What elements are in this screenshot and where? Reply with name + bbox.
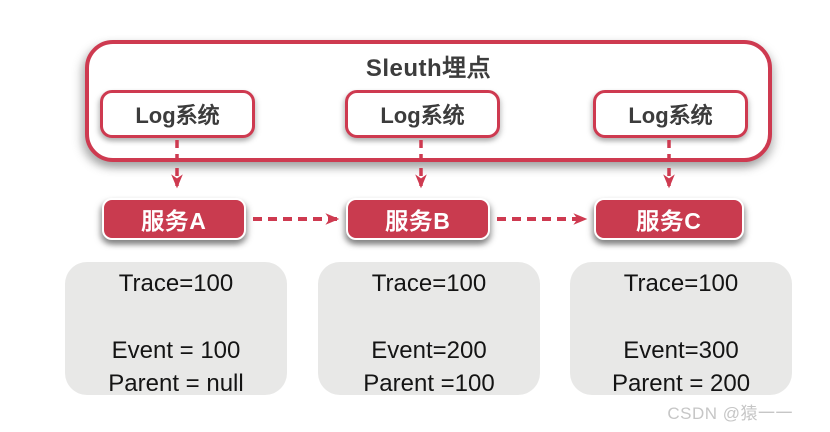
parent-value: Parent = null: [108, 370, 244, 397]
trace-card-service-c: Trace=100 Event=300 Parent = 200: [570, 262, 792, 397]
trace-card-service-a: Trace=100 Event = 100 Parent = null: [65, 262, 287, 397]
parent-value: Parent =100: [363, 370, 495, 397]
log-node-3: Log系统: [593, 90, 748, 138]
service-a-node: 服务A: [102, 198, 246, 240]
service-b-label: 服务B: [385, 208, 451, 234]
parent-value: Parent = 200: [611, 370, 751, 397]
service-c-node: 服务C: [594, 198, 744, 240]
event-value: Event = 100: [111, 337, 241, 364]
service-a-label: 服务A: [141, 208, 207, 234]
event-value: Event=200: [371, 337, 487, 364]
event-value: Event=300: [623, 337, 739, 364]
log-node-2-label: Log系统: [380, 103, 465, 128]
csdn-watermark: CSDN @猿一一: [667, 404, 793, 423]
service-b-node: 服务B: [346, 198, 490, 240]
trace-card-service-b: Trace=100 Event=200 Parent =100: [318, 262, 540, 397]
log-node-1: Log系统: [100, 90, 255, 138]
log-node-1-label: Log系统: [135, 103, 220, 128]
log-node-2: Log系统: [345, 90, 500, 138]
trace-value: Trace=100: [623, 270, 739, 297]
sleuth-title: Sleuth埋点: [365, 55, 492, 82]
log-node-3-label: Log系统: [628, 103, 713, 128]
trace-value: Trace=100: [118, 270, 234, 297]
service-c-label: 服务C: [636, 208, 702, 234]
trace-value: Trace=100: [371, 270, 487, 297]
